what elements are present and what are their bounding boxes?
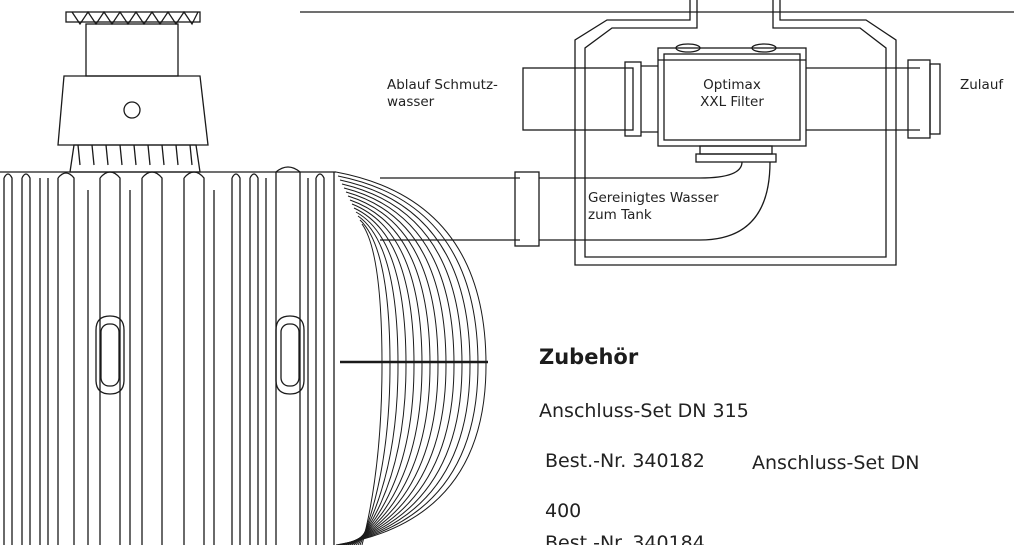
outlet-pipe bbox=[522, 61, 658, 137]
accessories-heading: Zubehör bbox=[539, 345, 639, 369]
label-gereinigt-line2: zum Tank bbox=[588, 207, 652, 223]
label-ablauf-line1: Ablauf Schmutz- bbox=[387, 77, 498, 93]
inlet-pipe bbox=[806, 59, 941, 139]
label-filter-line1: Optimax bbox=[703, 77, 761, 93]
tank-dome bbox=[57, 10, 209, 173]
filter-shaft-outline bbox=[574, 0, 897, 266]
tank-inspection-ports bbox=[95, 315, 305, 395]
tank-ribs bbox=[3, 166, 335, 545]
accessory-1-order-number: Best.-Nr. 340182 bbox=[541, 448, 709, 474]
accessory-1-name: Anschluss-Set DN 315 bbox=[539, 400, 749, 422]
label-gereinigt-line1: Gereinigtes Wasser bbox=[588, 190, 719, 206]
clean-water-pipe bbox=[380, 161, 771, 247]
label-filter-line2: XXL Filter bbox=[700, 94, 764, 110]
accessory-2-name-part2: 400 bbox=[545, 500, 582, 522]
optimax-filter-box bbox=[657, 43, 807, 163]
label-ablauf-line2: wasser bbox=[387, 94, 435, 110]
tank-body bbox=[0, 166, 336, 545]
accessory-2-name-part1: Anschluss-Set DN bbox=[748, 450, 924, 476]
accessory-2-order-number: Best.-Nr. 340184 bbox=[541, 530, 709, 545]
label-zulauf: Zulauf bbox=[960, 77, 1004, 93]
tank-end-cap bbox=[335, 171, 488, 545]
